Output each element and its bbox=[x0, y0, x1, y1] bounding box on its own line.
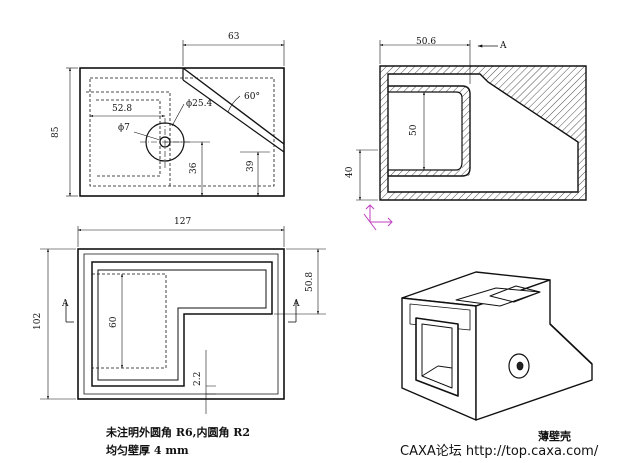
dim-63: 63 bbox=[228, 32, 240, 42]
dim-dia-7: ϕ7 bbox=[118, 123, 130, 133]
dim-39: 39 bbox=[246, 160, 256, 172]
dim-102: 102 bbox=[33, 313, 43, 330]
dim-52-8: 52.8 bbox=[112, 104, 132, 114]
side-section-view bbox=[356, 40, 587, 201]
note-fillets: 未注明外圆角 R6,内圆角 R2 bbox=[105, 425, 250, 439]
section-mark-left: A bbox=[61, 299, 69, 309]
dim-angle-60: 60° bbox=[244, 92, 260, 102]
ucs-icon bbox=[363, 204, 393, 231]
top-inner-cavity bbox=[91, 261, 273, 387]
watermark: CAXA论坛 http://top.caxa.com/ bbox=[400, 444, 599, 459]
front-inner-hidden bbox=[89, 77, 275, 187]
dim-127: 127 bbox=[174, 217, 191, 227]
dim-36: 36 bbox=[189, 162, 199, 174]
section-wall bbox=[379, 65, 587, 201]
top-outline bbox=[77, 248, 285, 400]
top-view bbox=[40, 226, 326, 414]
section-mark-right: A bbox=[292, 299, 300, 309]
dim-50-8: 50.8 bbox=[305, 272, 315, 292]
dim-50: 50 bbox=[409, 124, 419, 136]
note-wall-thickness: 均匀壁厚 4 mm bbox=[106, 443, 189, 457]
dim-dia-25-4: ϕ25.4 bbox=[186, 99, 212, 109]
dim-40: 40 bbox=[345, 166, 355, 178]
section-mark-top: A bbox=[499, 41, 507, 51]
dim-60: 60 bbox=[109, 316, 119, 328]
front-outline bbox=[79, 67, 285, 197]
dim-50-6: 50.6 bbox=[416, 37, 436, 47]
front-view bbox=[66, 40, 285, 197]
dim-2-2: 2.2 bbox=[193, 372, 203, 386]
isometric-view bbox=[401, 271, 593, 421]
slope-line bbox=[182, 67, 285, 145]
dim-85: 85 bbox=[51, 126, 61, 138]
iso-window bbox=[415, 317, 459, 397]
part-title: 薄壁壳 bbox=[538, 429, 571, 443]
